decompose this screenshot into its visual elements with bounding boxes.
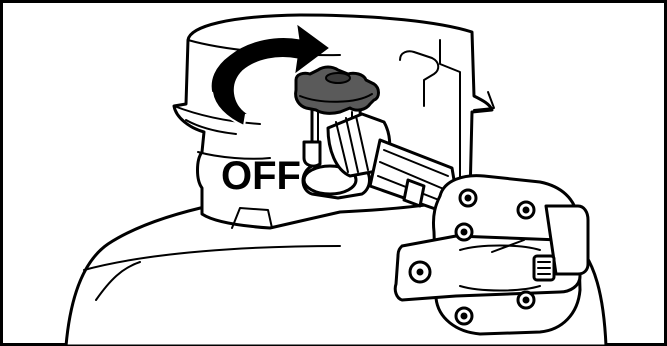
valve-state-label: OFF (221, 154, 301, 198)
